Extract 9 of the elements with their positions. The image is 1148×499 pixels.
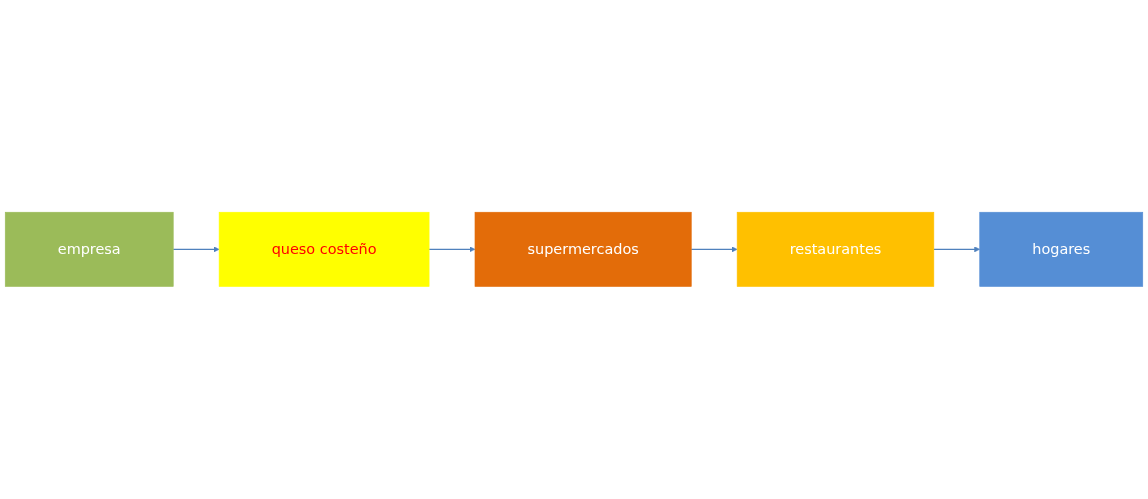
arrow xyxy=(933,246,980,253)
node-box: empresa xyxy=(4,212,174,287)
arrow xyxy=(428,246,476,253)
node-box: restaurantes xyxy=(736,212,935,287)
arrow xyxy=(172,246,220,253)
arrow xyxy=(690,246,738,253)
node-box: hogares xyxy=(979,212,1144,287)
node-box: supermercados xyxy=(474,212,692,287)
node-box: queso costeño xyxy=(218,212,430,287)
